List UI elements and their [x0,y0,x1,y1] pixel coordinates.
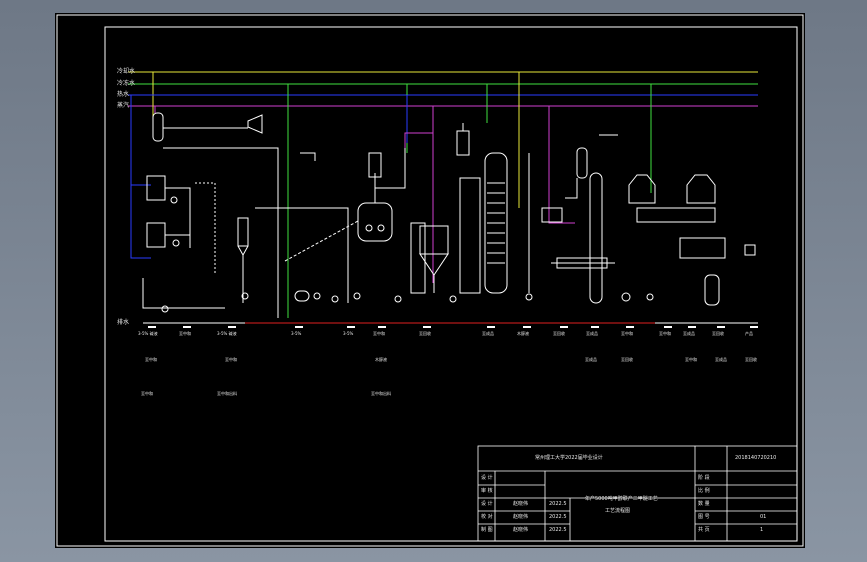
right-row-value: 1 [760,527,764,533]
sub-label: 至中和 [225,357,237,362]
utility-label-hot-water: 热水 [117,91,130,98]
right-row-label: 比 例 [698,488,710,494]
title-row-role: 校 对 [481,514,493,520]
utility-label-cooling-water: 冷却水 [117,68,136,75]
stream-label: 至成品 [482,331,494,336]
title-row-date: 2022.5 [549,527,567,533]
inner-frame [104,26,798,542]
stream-label: 3-5% [343,331,354,336]
stream-label: 至成品 [683,331,695,336]
utility-label-chilled-water: 冷冻水 [117,80,136,87]
sub-label: 至回收 [621,357,633,362]
title-row-role: 制 图 [481,527,493,533]
project-title: 年产5000吨甲醇联产二甲醚工艺 [585,496,658,502]
stream-label: 至中和 [373,331,385,336]
drain-label: 排水 [117,319,130,326]
sub-label: 至中和出料 [371,391,391,396]
school-title: 常州理工大学2022届毕业设计 [535,455,603,461]
sub-label: 至成品 [585,357,597,362]
right-row-label: 数 量 [698,501,710,507]
hot-water-loop [130,94,157,259]
stream-label: 3-5% 碱液 [138,331,158,336]
title-row-role: 审 核 [481,488,493,494]
stream-label: 至中和 [179,331,191,336]
sub-label: 至成品 [715,357,727,362]
stream-label: 木醇液 [517,331,529,336]
title-row-name: 赵晓伟 [513,501,529,507]
steam-branch [548,106,575,224]
title-row-name: 赵晓伟 [513,527,529,533]
title-row-date: 2022.5 [549,501,567,507]
stage-label: 阶 段 [698,475,710,481]
process-flow-diagram [56,14,804,547]
stream-label: 至回收 [712,331,724,336]
stream-label: 至回收 [553,331,565,336]
sub-label: 至中和出料 [217,391,237,396]
sub-label: 至中和 [141,391,153,396]
stream-label: 至中和 [621,331,633,336]
title-row-name: 赵晓伟 [513,514,529,520]
right-row-value: 01 [760,514,767,520]
right-row-label: 共 页 [698,527,710,533]
stream-label: 至回收 [419,331,431,336]
utility-drops [152,72,652,318]
sub-label: 至回收 [745,357,757,362]
sub-label: 至中和 [145,357,157,362]
process-equipment [142,112,756,318]
right-row-label: 图 号 [698,514,710,520]
stream-label: 3-5% 碱液 [217,331,237,336]
stream-label: 3-5% [291,331,302,336]
utility-label-steam: 蒸汽 [117,102,130,109]
title-row-date: 2022.5 [549,514,567,520]
stream-label: 至成品 [586,331,598,336]
title-row-role: 设 计 [481,501,493,507]
stream-label: 至中和 [659,331,671,336]
drawing-sheet: 冷却水 冷冻水 热水 蒸汽 排水 3-5% 碱液 至中和 3-5% 碱液 3-5… [55,13,805,548]
drawing-name: 工艺流程图 [605,508,631,514]
title-block-frame [477,445,798,542]
sub-label: 木醇液 [375,357,387,362]
title-row-role: 设 计 [481,475,493,481]
instrument-tags-row-1 [148,326,758,328]
drawing-number: 2018140720210 [735,455,777,461]
stream-label: 产品 [745,331,753,336]
outer-frame [56,14,804,547]
sub-label: 至中和 [685,357,697,362]
